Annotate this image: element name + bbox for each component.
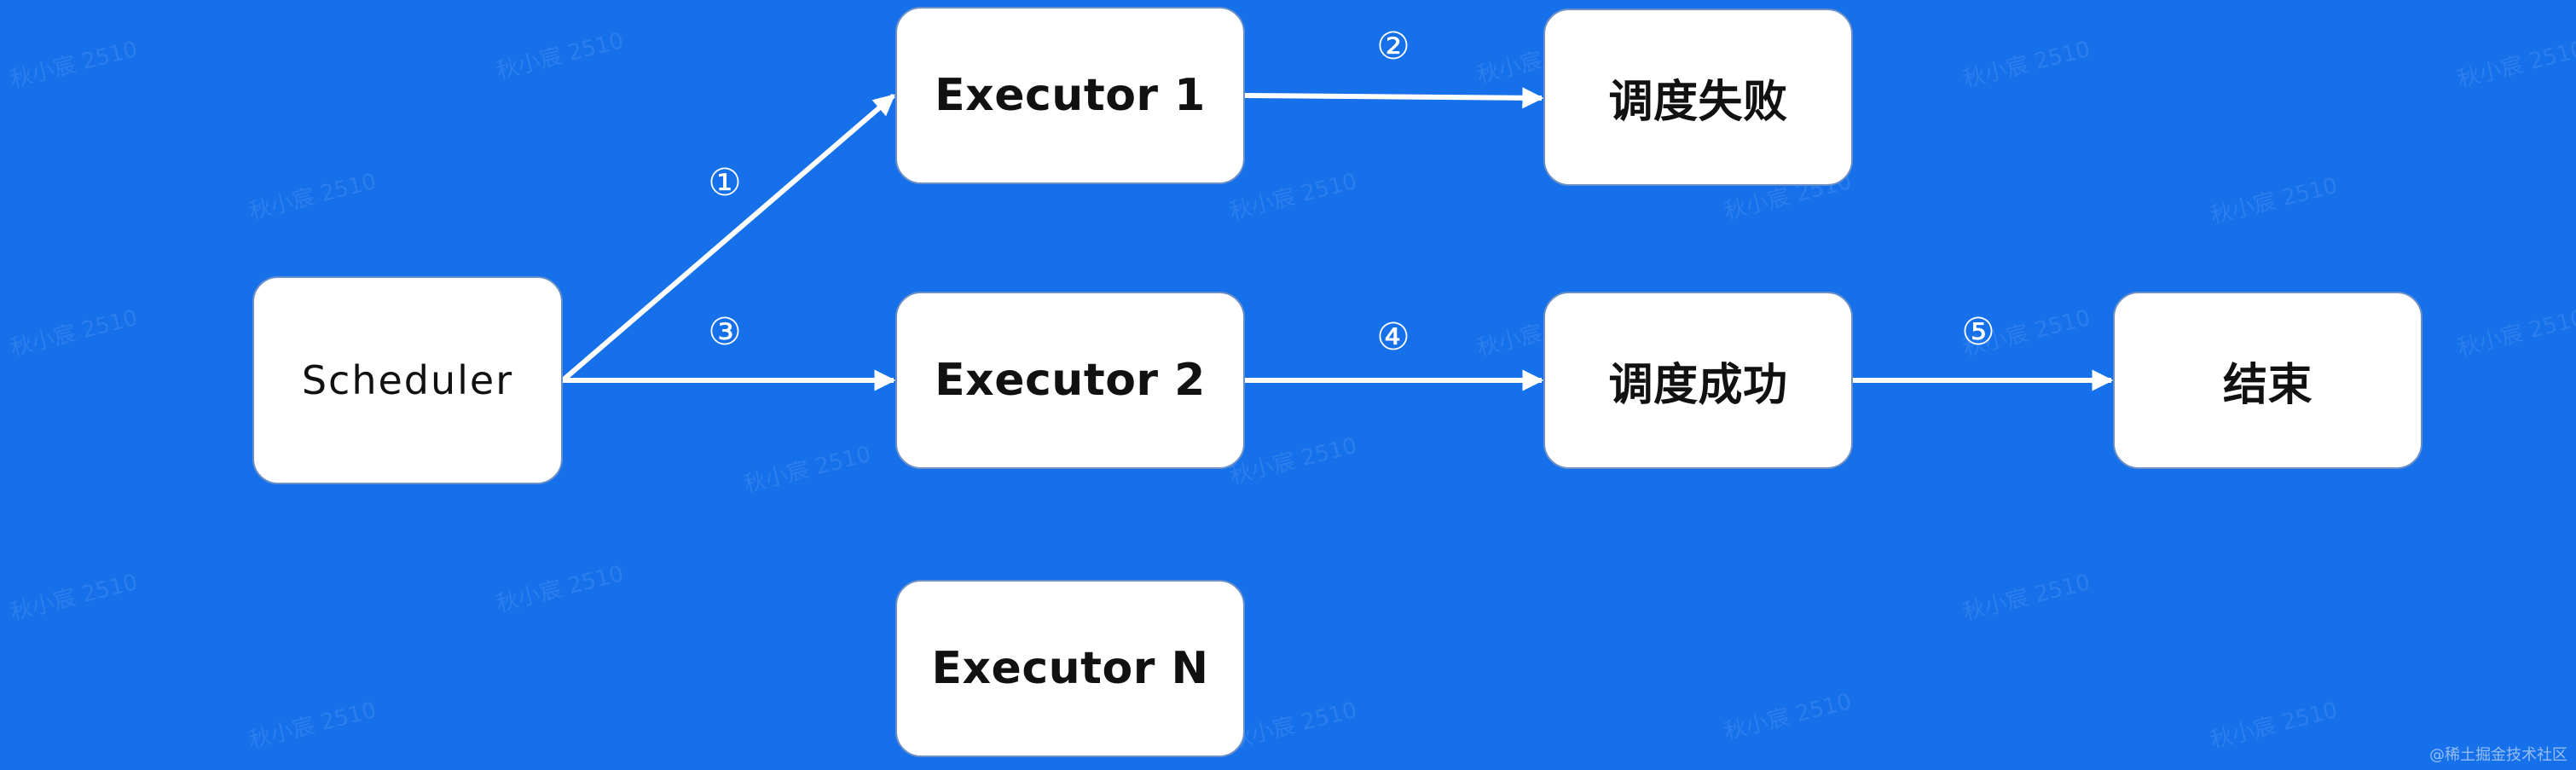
edge-executor1-fail bbox=[1244, 87, 1544, 109]
step-label-3: ③ bbox=[708, 310, 742, 354]
edge-scheduler-executor1 bbox=[561, 93, 895, 383]
node-schedule-success: 调度成功 bbox=[1543, 292, 1853, 469]
node-executor-n: Executor N bbox=[895, 580, 1245, 757]
step-label-4: ④ bbox=[1376, 316, 1410, 359]
node-scheduler: Scheduler bbox=[252, 276, 563, 484]
node-end: 结束 bbox=[2113, 292, 2423, 469]
node-executor-2: Executor 2 bbox=[895, 292, 1245, 469]
step-label-5: ⑤ bbox=[1961, 310, 1995, 354]
step-label-1: ① bbox=[708, 161, 742, 205]
credit-text: @稀土掘金技术社区 bbox=[2429, 746, 2567, 764]
node-schedule-failed: 调度失败 bbox=[1543, 9, 1853, 186]
step-label-2: ② bbox=[1376, 25, 1410, 68]
node-executor-1: Executor 1 bbox=[895, 7, 1245, 184]
